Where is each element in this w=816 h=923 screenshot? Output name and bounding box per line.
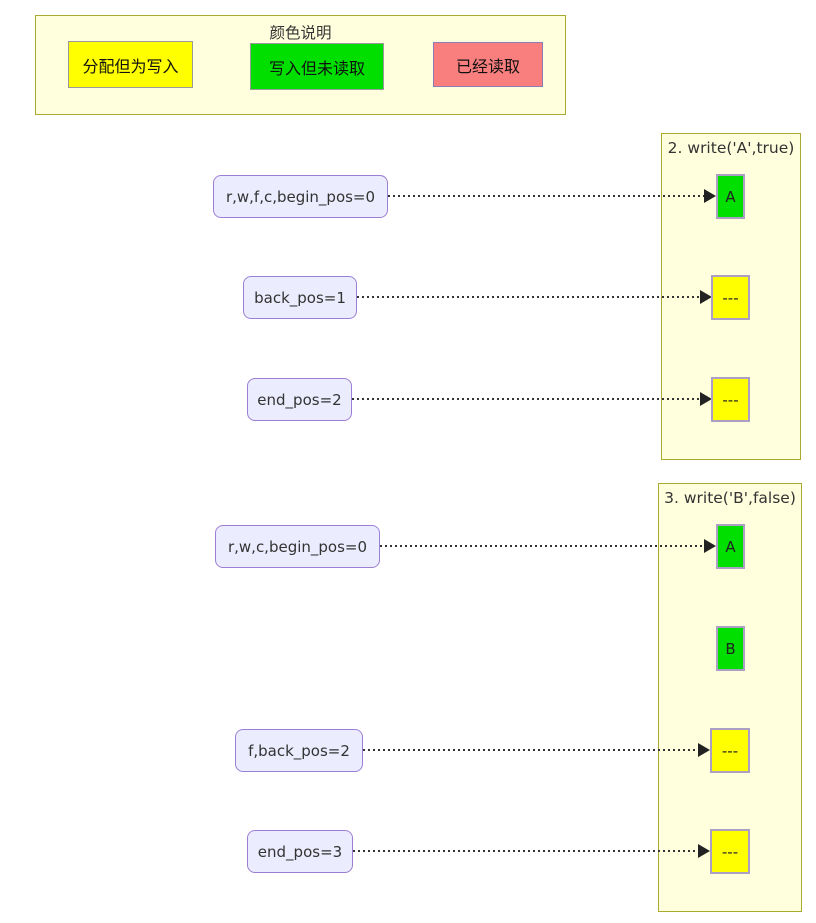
legend-item-read: 已经读取 <box>433 42 543 87</box>
arrowhead-icon <box>700 392 712 406</box>
arrow-end-pos-to-cell <box>352 392 712 406</box>
buffer-cell: --- <box>710 728 750 773</box>
buffer-cell: --- <box>711 275 750 320</box>
buffer-cell: B <box>716 626 745 671</box>
arrowhead-icon <box>704 189 716 203</box>
arrowhead-icon <box>700 290 712 304</box>
arrow-begin-pos-to-cell <box>380 539 716 553</box>
buffer-cell: --- <box>711 377 750 422</box>
pointer-label-back-pos: f,back_pos=2 <box>235 729 363 772</box>
pointer-label-end-pos: end_pos=3 <box>247 830 353 873</box>
pointer-label-end-pos: end_pos=2 <box>247 378 352 421</box>
buffer-cell: A <box>716 174 745 219</box>
legend-item-allocated: 分配但为写入 <box>68 41 193 88</box>
arrowhead-icon <box>698 743 710 757</box>
legend-title: 颜色说明 <box>269 24 332 42</box>
arrow-back-pos-to-cell <box>363 743 710 757</box>
arrow-back-pos-to-cell <box>357 290 712 304</box>
arrowhead-icon <box>704 539 716 553</box>
pointer-label-begin-pos: r,w,f,c,begin_pos=0 <box>213 175 388 218</box>
buffer-cell: --- <box>710 829 750 874</box>
arrow-end-pos-to-cell <box>353 844 710 858</box>
write-step-3-title: 3. write('B',false) <box>664 489 796 507</box>
arrowhead-icon <box>698 844 710 858</box>
pointer-label-begin-pos: r,w,c,begin_pos=0 <box>215 525 380 568</box>
write-step-2-title: 2. write('A',true) <box>667 139 795 157</box>
arrow-begin-pos-to-cell <box>388 189 716 203</box>
legend-item-written: 写入但未读取 <box>250 43 384 90</box>
pointer-label-back-pos: back_pos=1 <box>243 276 357 319</box>
buffer-cell: A <box>716 524 745 569</box>
